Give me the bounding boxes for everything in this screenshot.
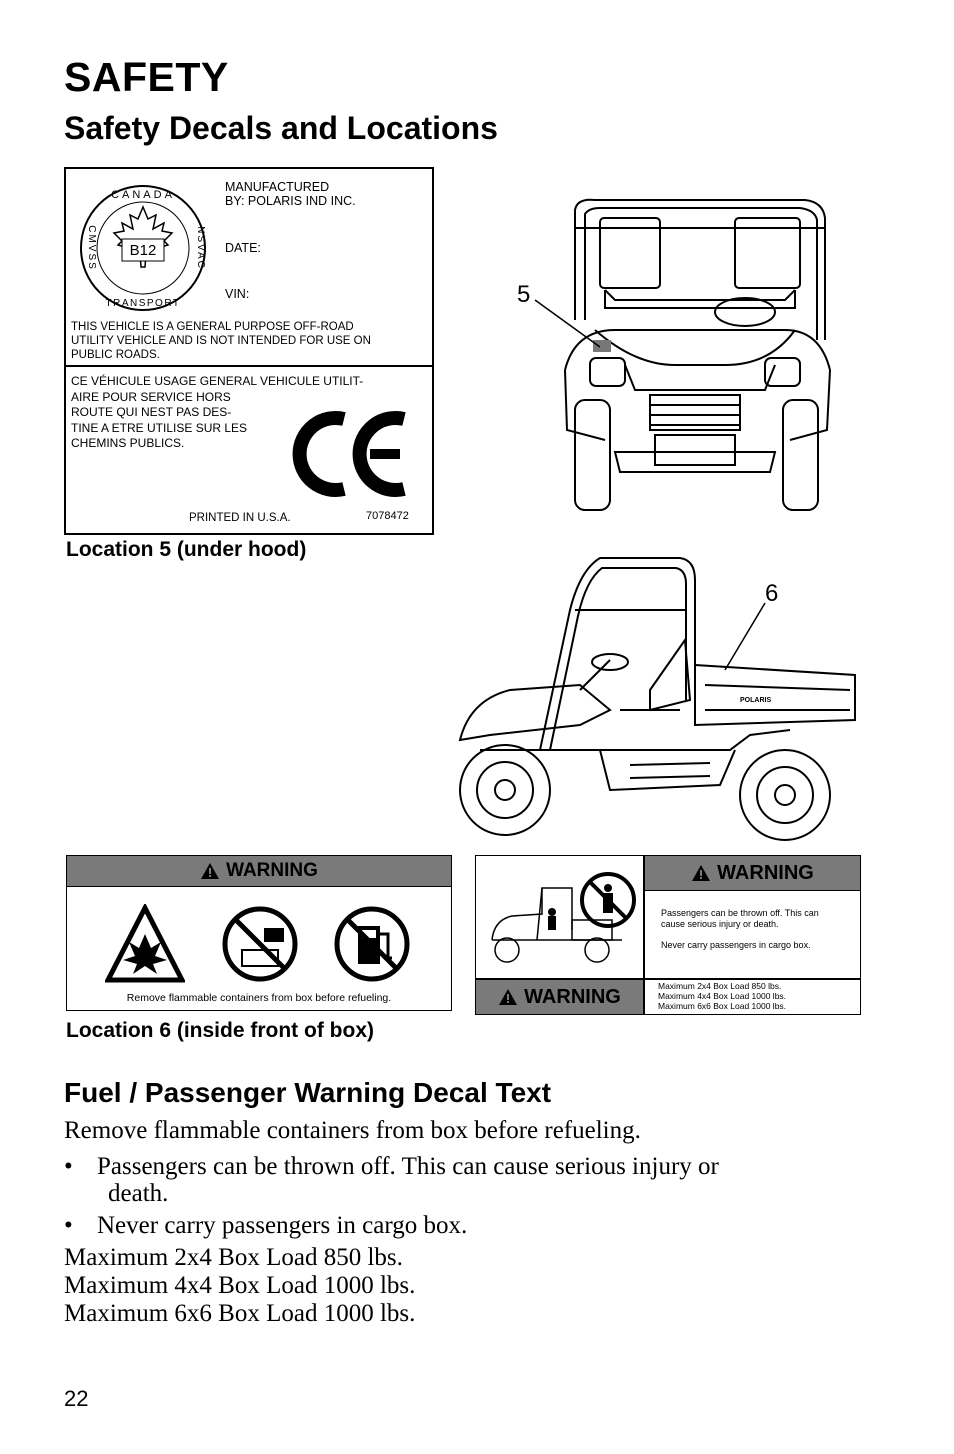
never-carry-text: Never carry passengers in cargo box.	[661, 940, 811, 950]
decal-horizontal-divider	[476, 978, 860, 980]
manufacturer-text: BY: POLARIS IND INC.	[225, 194, 356, 208]
passenger-warning-text: Passengers can be thrown off. This can c…	[661, 908, 819, 929]
warning-header-right-bottom: WARNING	[476, 980, 643, 1014]
callout-6-leader	[724, 602, 766, 671]
bullet-1-line2: death.	[108, 1180, 169, 1207]
seal-right-text: NSVAC	[195, 226, 206, 270]
warning-triangle-icon	[201, 863, 220, 879]
warning-triangle-icon	[692, 865, 711, 881]
seal-bottom-text: TRANSPORT	[106, 298, 181, 309]
flammable-warning-text: Remove flammable containers from box bef…	[126, 992, 392, 1004]
decal-vertical-divider	[643, 856, 645, 1014]
printed-text: PRINTED IN U.S.A.	[189, 512, 291, 524]
warning-header-right-top: WARNING	[645, 856, 860, 891]
label-divider	[66, 365, 432, 367]
section-title: SAFETY	[64, 54, 229, 100]
no-container-icon	[222, 906, 298, 982]
vehicle-side-illustration: POLARIS	[458, 557, 856, 841]
date-label: DATE:	[225, 241, 261, 255]
seal-left-text: CMVSS	[86, 225, 97, 271]
page-number: 22	[64, 1386, 89, 1411]
callout-5: 5	[517, 281, 531, 308]
bullet-1-line1: Passengers can be thrown off. This can c…	[97, 1153, 719, 1180]
vehicle-front-illustration	[564, 198, 831, 511]
bullet-1-marker: •	[64, 1153, 73, 1180]
vin-label: VIN:	[225, 287, 250, 301]
caption-location-5: Location 5 (under hood)	[66, 538, 307, 561]
notice-english: THIS VEHICLE IS A GENERAL PURPOSE OFF-RO…	[71, 321, 371, 361]
part-number: 7078472	[366, 510, 409, 522]
canada-seal-icon: B12 CANADA TRANSPORT CMVSS NSVAC	[80, 185, 206, 311]
bullet-2-text: Never carry passengers in cargo box.	[97, 1212, 468, 1239]
no-passenger-cargo-icon	[491, 872, 636, 963]
seal-center-text: B12	[130, 242, 157, 259]
caption-location-6: Location 6 (inside front of box)	[66, 1019, 374, 1042]
decal-text-line1: Remove flammable containers from box bef…	[64, 1117, 641, 1144]
warning-decal-flammable: WARNING Remove flammable containers from…	[66, 855, 452, 1011]
warning-decal-passenger: WARNING Passengers can be thrown off. Th…	[475, 855, 861, 1015]
svg-text:POLARIS: POLARIS	[740, 697, 771, 704]
vehicle-label-decal: B12 CANADA TRANSPORT CMVSS NSVAC MANUFAC…	[64, 167, 434, 535]
callout-6: 6	[765, 580, 779, 607]
page-subtitle: Safety Decals and Locations	[64, 110, 498, 146]
warning-header-left: WARNING	[67, 856, 451, 887]
box-load-text: Maximum 2x4 Box Load 850 lbs. Maximum 4x…	[658, 981, 787, 1011]
notice-french: CE VÉHICULE USAGE GENERAL VEHICULE UTILI…	[71, 374, 364, 450]
ce-mark-icon	[292, 411, 406, 497]
decal-text-heading: Fuel / Passenger Warning Decal Text	[64, 1077, 552, 1108]
no-fuel-pump-icon	[334, 906, 410, 982]
load-list: Maximum 2x4 Box Load 850 lbs. Maximum 4x…	[64, 1244, 416, 1327]
callout-5-leader	[534, 299, 601, 348]
seal-top-text: CANADA	[111, 189, 175, 201]
bullet-2-marker: •	[64, 1212, 73, 1239]
manufactured-text: MANUFACTURED	[225, 180, 330, 194]
warning-triangle-icon	[499, 989, 518, 1005]
fire-hazard-icon	[105, 904, 185, 983]
